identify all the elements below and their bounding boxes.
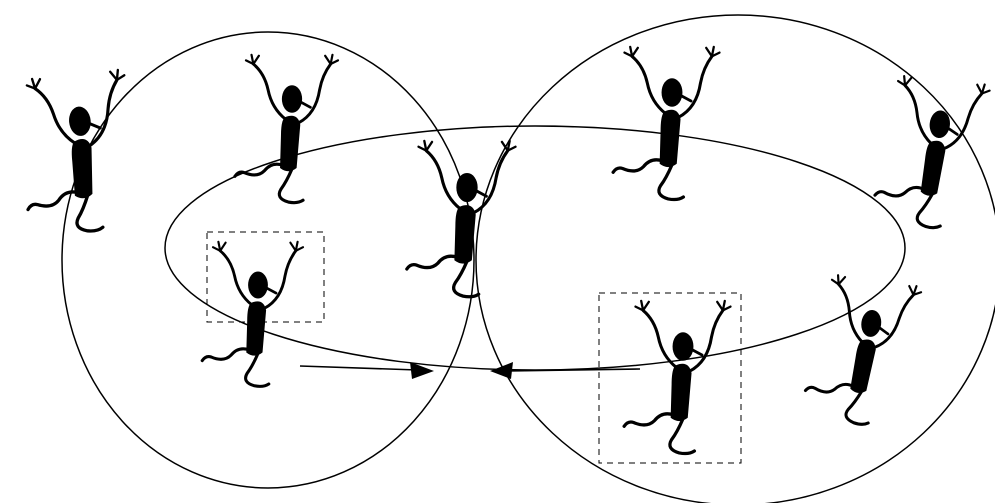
figure-right-top-icon xyxy=(613,47,719,200)
figure-center-icon xyxy=(407,141,516,297)
figure-right-lower-icon xyxy=(624,301,730,454)
center-set-ellipse xyxy=(165,126,905,370)
figure-left-top-icon xyxy=(15,69,141,237)
highlight-box-right xyxy=(599,293,741,463)
arrow-left-line xyxy=(300,366,418,370)
figure-left-lower-icon xyxy=(202,242,303,387)
left-set-circle xyxy=(62,32,474,488)
figure-right-bottom-icon xyxy=(802,273,922,430)
figure-far-right-icon xyxy=(872,74,990,232)
figure-left-middle-icon xyxy=(235,55,338,203)
right-set-circle xyxy=(476,15,995,503)
